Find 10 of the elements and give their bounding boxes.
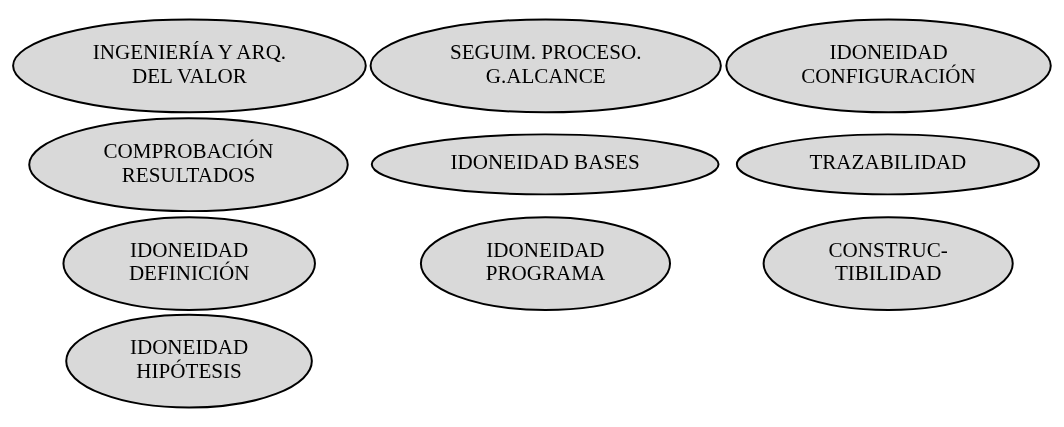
node-ellipse: IDONEIDAD BASES xyxy=(370,133,720,196)
node-ellipse: IDONEIDAD DEFINICIÓN xyxy=(62,216,316,311)
node-ellipse: INGENIERÍA Y ARQ. DEL VALOR xyxy=(12,18,367,114)
node-ellipse: IDONEIDAD HIPÓTESIS xyxy=(65,313,313,409)
node-ellipse: TRAZABILIDAD xyxy=(735,133,1040,196)
node-ellipse: IDONEIDAD CONFIGURACIÓN xyxy=(725,18,1052,114)
node-ellipse: COMPROBACIÓN RESULTADOS xyxy=(28,117,349,213)
node-ellipse: SEGUIM. PROCESO. G.ALCANCE xyxy=(369,18,722,114)
node-ellipse: CONSTRUC- TIBILIDAD xyxy=(762,216,1014,311)
node-ellipse: IDONEIDAD PROGRAMA xyxy=(419,216,672,311)
